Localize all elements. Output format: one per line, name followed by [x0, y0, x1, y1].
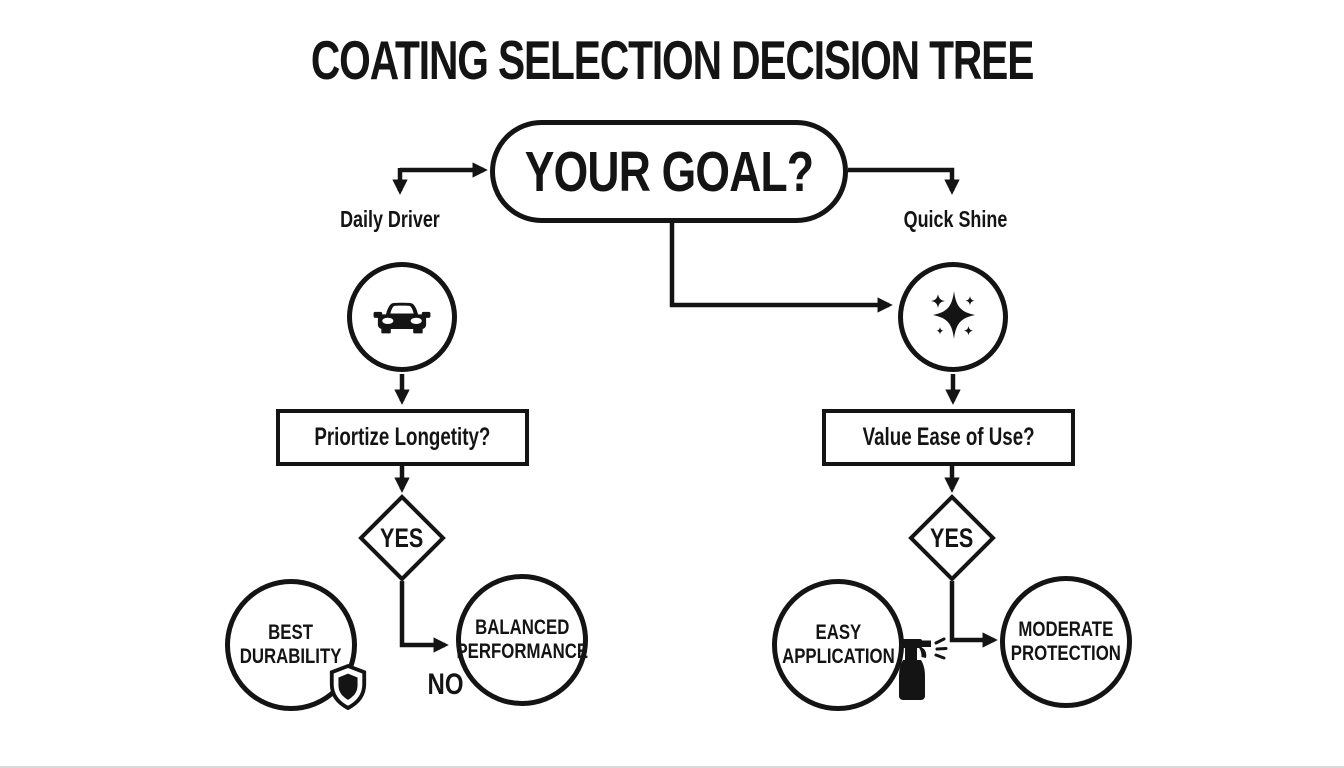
car-icon [373, 302, 431, 334]
branch-label-daily-driver: Daily Driver [340, 206, 440, 232]
daily-driver-node [347, 262, 457, 372]
shield-icon [329, 663, 367, 711]
outcome-moderate-protection: MODERATE PROTECTION [1000, 576, 1132, 708]
page-title: COATING SELECTION DECISION TREE [310, 29, 1034, 91]
quick-shine-node [898, 262, 1008, 372]
spray-bottle-icon [899, 637, 948, 700]
question-longevity: Priortize Longetity? [276, 409, 529, 466]
root-goal-node: YOUR GOAL? [490, 120, 848, 223]
outcome-easy-application: EASY APPLICATION [772, 579, 904, 711]
sparkle-icon [931, 291, 975, 339]
outcome-balanced-performance: BALANCED PERFORMANCE [456, 574, 588, 706]
outcome-best-durability: BEST DURABILITY [225, 579, 357, 711]
no-label: NO [427, 668, 463, 701]
branch-label-quick-shine: Quick Shine [903, 206, 1007, 232]
bottom-divider [0, 766, 1344, 768]
question-ease-of-use: Value Ease of Use? [822, 409, 1075, 466]
